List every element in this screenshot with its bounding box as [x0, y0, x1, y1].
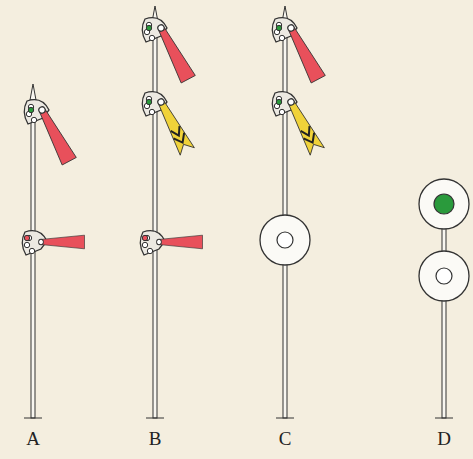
- signal-c: [260, 6, 325, 418]
- signal-letter: D: [437, 428, 451, 450]
- signal-letter: B: [149, 428, 162, 450]
- signal-letter: C: [279, 428, 292, 450]
- signal-d: [419, 179, 469, 418]
- signal-a: [22, 84, 84, 418]
- signal-b: [140, 6, 202, 418]
- signal-letter: A: [26, 428, 40, 450]
